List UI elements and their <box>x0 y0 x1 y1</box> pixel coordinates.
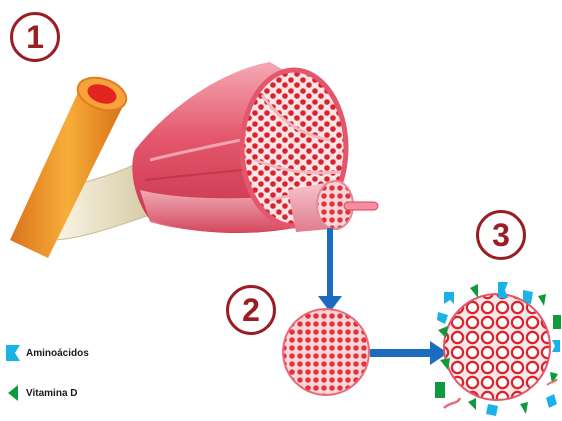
nourished-fiber-bundle <box>444 294 550 400</box>
legend-label: Vitamina D <box>26 388 78 399</box>
vitamin-d-icon <box>6 385 20 401</box>
legend: Aminoácidos Vitamina D <box>6 343 146 413</box>
amino-acid-icon <box>6 345 20 361</box>
legend-label: Aminoácidos <box>26 348 89 359</box>
arrow-down <box>318 228 342 312</box>
myofibril <box>344 202 378 210</box>
step-two-badge: 2 <box>226 285 276 335</box>
small-fiber-curl <box>444 398 460 408</box>
step-one-badge: 1 <box>10 12 60 62</box>
legend-item-amino-acids: Aminoácidos <box>6 343 89 363</box>
fiber-bundle <box>283 309 369 395</box>
arrow-right <box>370 341 448 365</box>
step-one-number: 1 <box>26 19 44 55</box>
legend-item-vitamin-d: Vitamina D <box>6 383 78 403</box>
step-two-number: 2 <box>242 292 260 328</box>
step-three-badge: 3 <box>476 210 526 260</box>
step-three-number: 3 <box>492 217 510 253</box>
